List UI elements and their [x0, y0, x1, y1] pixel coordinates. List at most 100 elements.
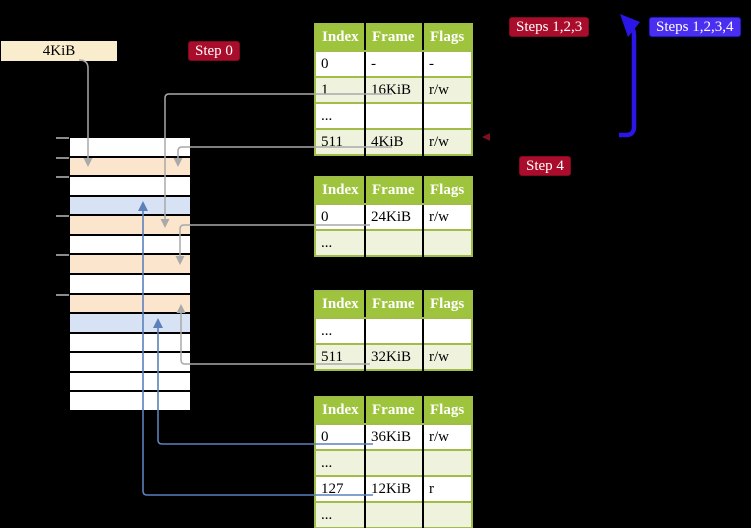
memory-address-tick [56, 156, 69, 159]
page-table-3-grid: Index Frame Flags ... 511 32KiB r/w [314, 290, 473, 371]
cell-frame: 36KiB [364, 424, 423, 450]
page-table-2: Index Frame Flags 0 24KiB r/w ... [314, 176, 473, 257]
page-table-3: Index Frame Flags ... 511 32KiB r/w [314, 290, 473, 371]
cell-frame: 4KiB [364, 128, 423, 155]
cell-flags: r/w [422, 128, 472, 155]
cell-flags: - [422, 51, 472, 77]
cell-index: ... [315, 229, 365, 256]
cell-frame [364, 449, 423, 476]
memory-address-tick [56, 215, 69, 218]
table-row: 127 12KiB r [315, 475, 472, 502]
cell-frame [364, 318, 423, 344]
page-table-2-grid: Index Frame Flags 0 24KiB r/w ... [314, 176, 473, 257]
cell-flags: r/w [422, 204, 472, 230]
memory-row-2 [70, 177, 190, 195]
memory-address-tick [56, 176, 69, 179]
cell-flags: r/w [422, 343, 472, 370]
cell-frame: 32KiB [364, 343, 423, 370]
cell-flags: r/w [422, 76, 472, 103]
header-row: Index Frame Flags [315, 177, 472, 205]
memory-row-12 [70, 372, 190, 391]
header-row: Index Frame Flags [315, 24, 472, 52]
page-table-4: Index Frame Flags 0 36KiB r/w ... 127 12… [314, 396, 473, 528]
col-header-flags: Flags [422, 177, 472, 205]
memory-row-6 [70, 255, 190, 273]
table-row: 0 36KiB r/w [315, 424, 472, 450]
cell-index: 511 [315, 128, 365, 155]
cell-index: 0 [315, 424, 365, 450]
memory-row-11 [70, 353, 190, 371]
badge-steps-1-2-3-4: Steps 1,2,3,4 [649, 17, 741, 37]
cell-flags: r/w [422, 424, 472, 450]
page-table-4-grid: Index Frame Flags 0 36KiB r/w ... 127 12… [314, 396, 473, 528]
memory-row-0 [70, 138, 190, 156]
table-row: 0 24KiB r/w [315, 204, 472, 230]
table-row-highlighted: 511 4KiB r/w [315, 128, 472, 155]
col-header-frame: Frame [364, 397, 423, 425]
cell-flags [422, 501, 472, 528]
table-row: 511 32KiB r/w [315, 343, 472, 370]
col-header-flags: Flags [422, 291, 472, 319]
cell-index: ... [315, 449, 365, 476]
cell-frame: 24KiB [364, 204, 423, 230]
table-row: ... [315, 318, 472, 344]
col-header-frame: Frame [364, 177, 423, 205]
table-row: 1 16KiB r/w [315, 76, 472, 103]
memory-address-tick [56, 254, 69, 257]
memory-column [70, 138, 190, 414]
cell-flags [422, 449, 472, 476]
cell-frame [364, 229, 423, 256]
memory-row-1 [70, 157, 190, 176]
header-row: Index Frame Flags [315, 397, 472, 425]
small-red-arrowhead [482, 133, 490, 141]
cell-flags: r [422, 475, 472, 502]
memory-row-5 [70, 235, 190, 254]
frame-4kib-label-box: 4KiB [1, 41, 117, 61]
memory-row-4 [70, 216, 190, 234]
cell-frame: 12KiB [364, 475, 423, 502]
memory-address-tick [56, 293, 69, 296]
cell-index: ... [315, 102, 365, 129]
memory-address-tick [56, 137, 69, 139]
col-header-index: Index [315, 177, 365, 205]
memory-row-10 [70, 333, 190, 352]
col-header-index: Index [315, 291, 365, 319]
table-row: ... [315, 229, 472, 256]
table-row: 0 - - [315, 51, 472, 77]
cell-flags [422, 229, 472, 256]
header-row: Index Frame Flags [315, 291, 472, 319]
recursive-loop-arrow [619, 14, 640, 138]
cell-frame [364, 501, 423, 528]
cell-frame: - [364, 51, 423, 77]
cell-index: 0 [315, 204, 365, 230]
memory-row-7 [70, 274, 190, 293]
cell-frame [364, 102, 423, 129]
cell-index: 511 [315, 343, 365, 370]
table-row: ... [315, 102, 472, 129]
badge-step-0: Step 0 [188, 41, 240, 61]
cell-frame: 16KiB [364, 76, 423, 103]
memory-row-9 [70, 314, 190, 332]
col-header-frame: Frame [364, 24, 423, 52]
col-header-index: Index [315, 397, 365, 425]
col-header-flags: Flags [422, 397, 472, 425]
col-header-index: Index [315, 24, 365, 52]
table-row: ... [315, 501, 472, 528]
page-table-1-grid: Index Frame Flags 0 - - 1 16KiB r/w ... [314, 23, 473, 156]
page-table-1: Index Frame Flags 0 - - 1 16KiB r/w ... [314, 23, 473, 156]
table-row: ... [315, 449, 472, 476]
cell-index: 0 [315, 51, 365, 77]
memory-row-13 [70, 392, 190, 410]
cell-index: ... [315, 501, 365, 528]
memory-row-3 [70, 196, 190, 215]
cell-index: 1 [315, 76, 365, 103]
badge-step-4: Step 4 [519, 156, 571, 176]
cell-index: 127 [315, 475, 365, 502]
cell-flags [422, 318, 472, 344]
col-header-frame: Frame [364, 291, 423, 319]
memory-row-8 [70, 294, 190, 313]
badge-steps-1-2-3: Steps 1,2,3 [509, 17, 590, 37]
cell-flags [422, 102, 472, 129]
col-header-flags: Flags [422, 24, 472, 52]
